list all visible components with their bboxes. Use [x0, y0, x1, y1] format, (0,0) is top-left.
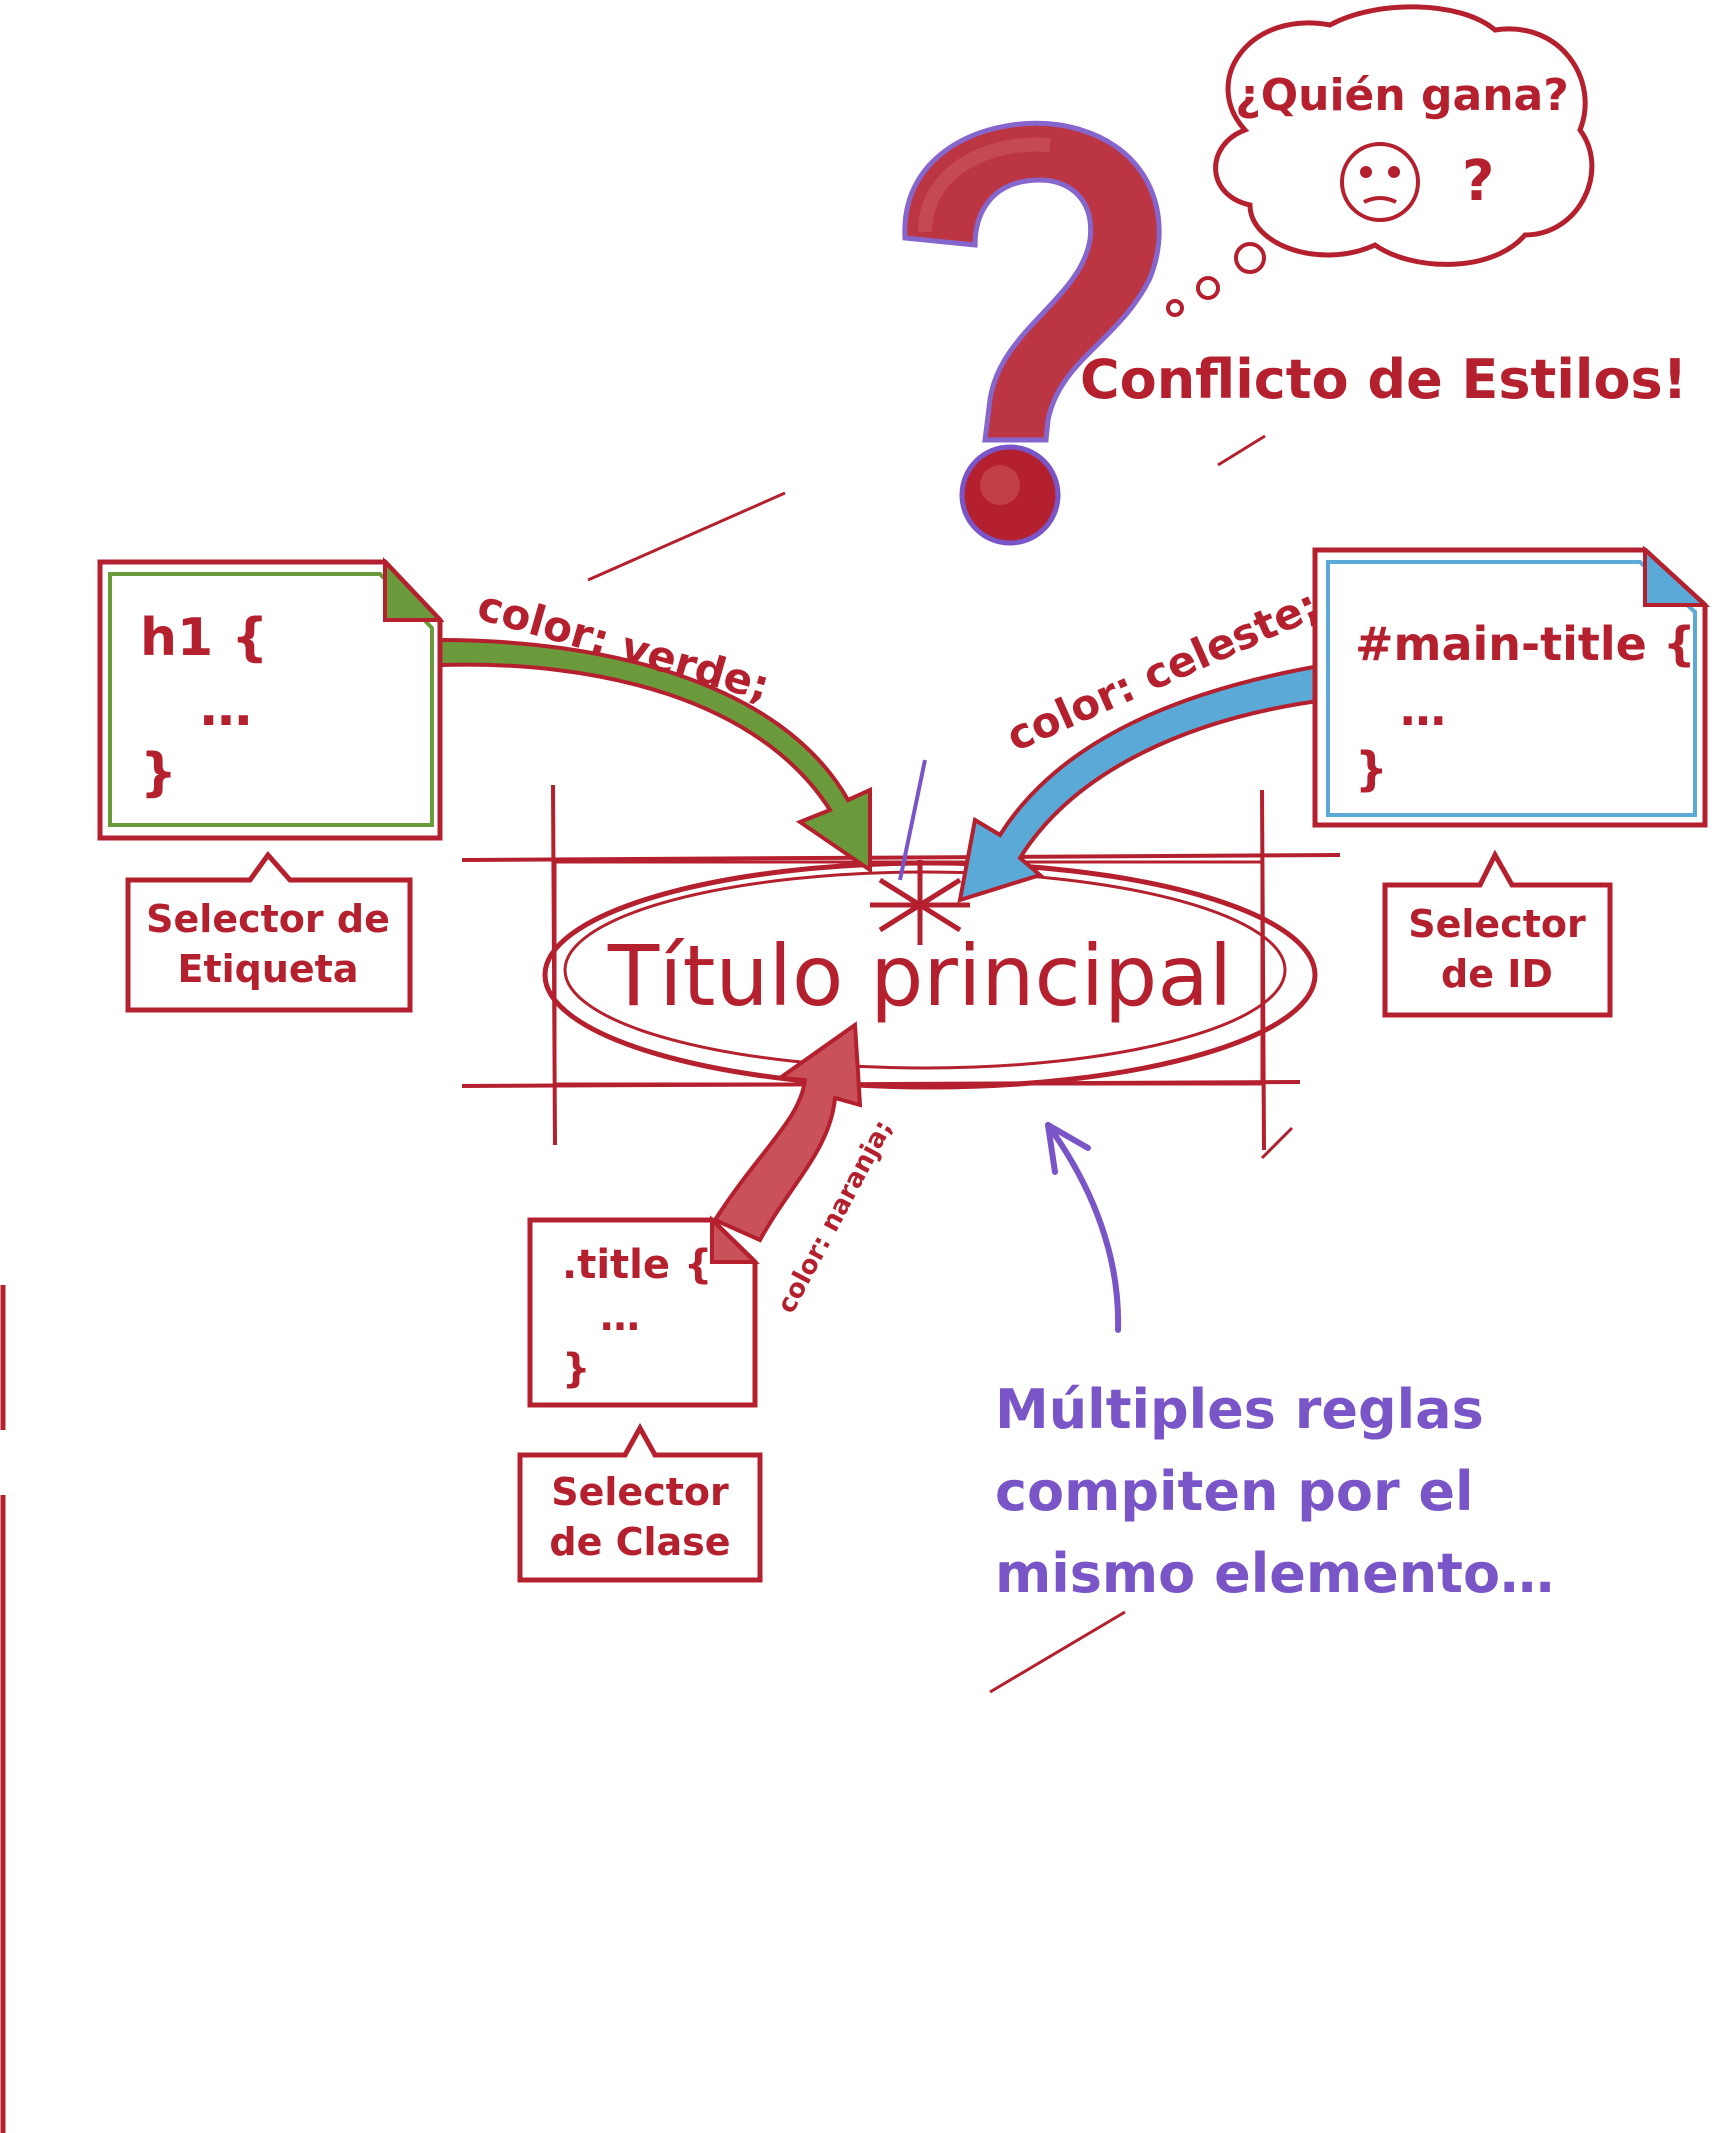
tag-rule-line1: h1 { — [140, 608, 268, 668]
thought-bubble: ¿Quién gana? ? — [1166, 4, 1595, 317]
class-rule-line2: … — [600, 1294, 640, 1340]
id-rule-line1: #main-title { — [1355, 617, 1696, 671]
note-line2: compiten por el — [995, 1460, 1474, 1523]
id-rule-line3: } — [1355, 742, 1388, 796]
thought-mark: ? — [1462, 149, 1494, 214]
tag-label-line1: Selector de — [146, 897, 390, 941]
id-arrow — [957, 662, 1327, 903]
id-label-line1: Selector — [1408, 902, 1586, 946]
conflict-heading: Conflicto de Estilos! — [1080, 348, 1687, 411]
class-label-line2: de Clase — [549, 1520, 730, 1564]
note-line1: Múltiples reglas — [995, 1378, 1484, 1441]
class-label-line1: Selector — [551, 1470, 729, 1514]
tag-rule-line3: } — [140, 743, 177, 803]
tag-rule-line2: … — [200, 678, 252, 738]
collision-star-icon — [870, 759, 970, 945]
id-label-line2: de ID — [1441, 952, 1553, 996]
class-rule-card: .title { … } — [527, 1215, 760, 1408]
tag-label: Selector de Etiqueta — [125, 850, 413, 1013]
center-title: Título principal — [607, 927, 1232, 1025]
sketch-strokes — [587, 434, 1294, 1694]
thought-question: ¿Quién gana? — [1235, 70, 1569, 121]
tag-arrow — [438, 637, 872, 874]
confused-face-icon — [1340, 142, 1420, 222]
class-rule-line1: .title { — [562, 1242, 712, 1288]
note-arrow — [1045, 1122, 1122, 1333]
id-label: Selector de ID — [1382, 849, 1613, 1018]
class-arrow — [712, 1021, 863, 1243]
tag-rule-card: h1 { … } — [97, 556, 445, 841]
id-rule-line2: … — [1400, 682, 1446, 736]
tag-label-line2: Etiqueta — [178, 947, 359, 991]
title-ellipse — [542, 860, 1318, 1090]
id-rule-card: #main-title { … } — [1312, 545, 1711, 828]
class-rule-line3: } — [562, 1346, 590, 1392]
competition-note: Múltiples reglas compiten por el mismo e… — [995, 1378, 1554, 1605]
note-line3: mismo elemento… — [995, 1542, 1554, 1605]
class-label: Selector de Clase — [517, 1422, 763, 1583]
question-mark-icon — [902, 120, 1162, 546]
